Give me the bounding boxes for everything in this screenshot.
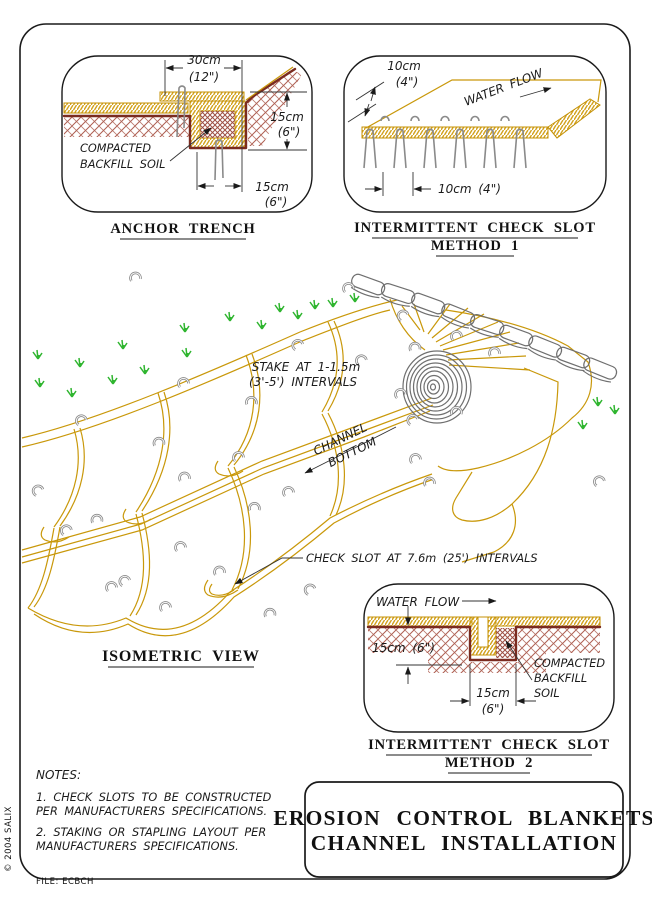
notes-heading: NOTES: xyxy=(36,768,81,782)
isometric-view: STAKE AT 1-1.5m (3'-5') INTERVALS CHANNE… xyxy=(21,270,620,668)
channel-bottom-label-group: CHANNEL BOTTOM xyxy=(304,420,397,474)
dim-arrow xyxy=(370,86,376,102)
check-slot-method1-detail: WATER FLOW 10cm (4") 10cm (4") INTERMITT… xyxy=(343,55,607,257)
blanket-roll xyxy=(402,350,472,424)
trench-staple-2 xyxy=(214,139,224,181)
compacted-label-2: BACKFILL SOIL xyxy=(80,158,165,171)
drawing-title-line1: EROSION CONTROL BLANKETS xyxy=(273,806,652,830)
dim-ext-lines xyxy=(164,60,307,192)
blanket-band-left xyxy=(367,616,473,627)
dim-width-inches: (6") xyxy=(482,702,505,716)
blanket-band-top xyxy=(159,91,245,102)
note-line: PER MANUFACTURERS SPECIFICATIONS. xyxy=(36,805,267,818)
file-label: FILE: ECBCH xyxy=(36,877,94,887)
method2-subtitle: METHOD 2 xyxy=(445,755,533,771)
water-flow-arrow xyxy=(519,87,552,98)
note-line: 1. CHECK SLOTS TO BE CONSTRUCTED xyxy=(36,791,272,804)
blanket-band-right xyxy=(487,616,601,627)
rock-row xyxy=(350,273,618,383)
note-line: 2. STAKING OR STAPLING LAYOUT PER xyxy=(36,826,266,839)
check-slot-label-group: CHECK SLOT AT 7.6m (25') INTERVALS xyxy=(234,552,538,585)
compacted-label-1: COMPACTED xyxy=(80,142,151,155)
notes-section: NOTES: 1. CHECK SLOTS TO BE CONSTRUCTED … xyxy=(36,768,272,853)
copyright-vertical: © 2004 SALIX xyxy=(4,806,14,872)
bank-edge-2 xyxy=(21,309,391,448)
check-slot-method2-detail: WATER FLOW 15cm (6") 15cm (6") COMPACTED… xyxy=(363,583,615,774)
staple-row xyxy=(363,128,527,169)
dim-ext-lines xyxy=(469,664,517,706)
anchor-trench-title: ANCHOR TRENCH xyxy=(110,221,255,237)
stake-label-2: (3'-5') INTERVALS xyxy=(249,375,357,389)
method2-title: INTERMITTENT CHECK SLOT xyxy=(368,737,610,753)
dim-right-inches: (6") xyxy=(278,125,301,139)
blanket-seams xyxy=(53,320,344,528)
dim-right-value: 15cm xyxy=(270,110,304,124)
check-slot-label: CHECK SLOT AT 7.6m (25') INTERVALS xyxy=(306,552,538,565)
isometric-view-title: ISOMETRIC VIEW xyxy=(102,648,260,665)
blanket-apron xyxy=(389,298,593,563)
blanket-band xyxy=(361,126,549,139)
channel-toe-lines xyxy=(21,397,434,564)
channel-bottom-arrow xyxy=(304,426,397,474)
water-flow-label: WATER FLOW xyxy=(376,595,460,609)
soil-line xyxy=(366,625,602,662)
water-flow-label-group: WATER FLOW xyxy=(462,66,552,109)
dim-ext-lines xyxy=(382,172,414,196)
trench-staple-1 xyxy=(176,85,186,138)
soil-hatch xyxy=(64,117,190,137)
soil-line xyxy=(62,67,297,150)
staple-top-row xyxy=(380,115,510,122)
title-block: EROSION CONTROL BLANKETS CHANNEL INSTALL… xyxy=(273,781,652,878)
blanket-slope-line xyxy=(245,66,294,101)
page-border xyxy=(19,23,631,880)
dim-slot-inches: (4") xyxy=(396,75,419,89)
dim-bottom-value: 15cm xyxy=(255,180,289,194)
soil-hatch-slope xyxy=(248,70,302,146)
dim-spacing-label: 10cm (4") xyxy=(438,182,501,196)
dim-top-value: 30cm xyxy=(187,53,221,67)
backfill-hatch xyxy=(200,111,235,138)
method1-subtitle: METHOD 1 xyxy=(431,238,519,254)
method1-box xyxy=(343,55,607,213)
dim-depth-label: 15cm (6") xyxy=(372,641,435,655)
dim-arrow xyxy=(364,103,371,117)
anchor-trench-box xyxy=(61,55,313,213)
water-flow-label: WATER FLOW xyxy=(462,66,546,109)
dim-width-value: 15cm xyxy=(476,686,510,700)
compacted-label-1: COMPACTED xyxy=(534,657,605,670)
method1-title: INTERMITTENT CHECK SLOT xyxy=(354,220,596,236)
backfill-hatch xyxy=(496,628,516,658)
compacted-label-2: BACKFILL xyxy=(534,672,587,685)
blanket-surface-outline xyxy=(365,79,602,129)
anchor-trench-detail: 30cm (12") 15cm (6") 15cm (6") COMPACTED… xyxy=(61,53,313,240)
title-block-border xyxy=(304,781,624,878)
stake-label-1: STAKE AT 1-1.5m xyxy=(252,360,361,374)
note-line: MANUFACTURERS SPECIFICATIONS. xyxy=(36,840,239,853)
method2-box xyxy=(363,583,615,733)
dim-bottom-inches: (6") xyxy=(265,195,288,209)
drawing-title-line2: CHANNEL INSTALLATION xyxy=(311,831,617,855)
blanket-band-arm xyxy=(547,98,601,139)
leader-line xyxy=(169,127,212,162)
water-flow-label-group: WATER FLOW xyxy=(376,595,497,609)
lower-strips xyxy=(27,412,435,637)
dim-slot-value: 10cm xyxy=(387,59,421,73)
blanket-band xyxy=(63,102,189,114)
leader-line xyxy=(505,640,533,681)
compacted-label-3: SOIL xyxy=(534,687,560,700)
dim-ext-lines xyxy=(347,81,385,123)
check-slot-leader xyxy=(234,557,303,585)
dim-top-inches: (12") xyxy=(189,70,219,84)
